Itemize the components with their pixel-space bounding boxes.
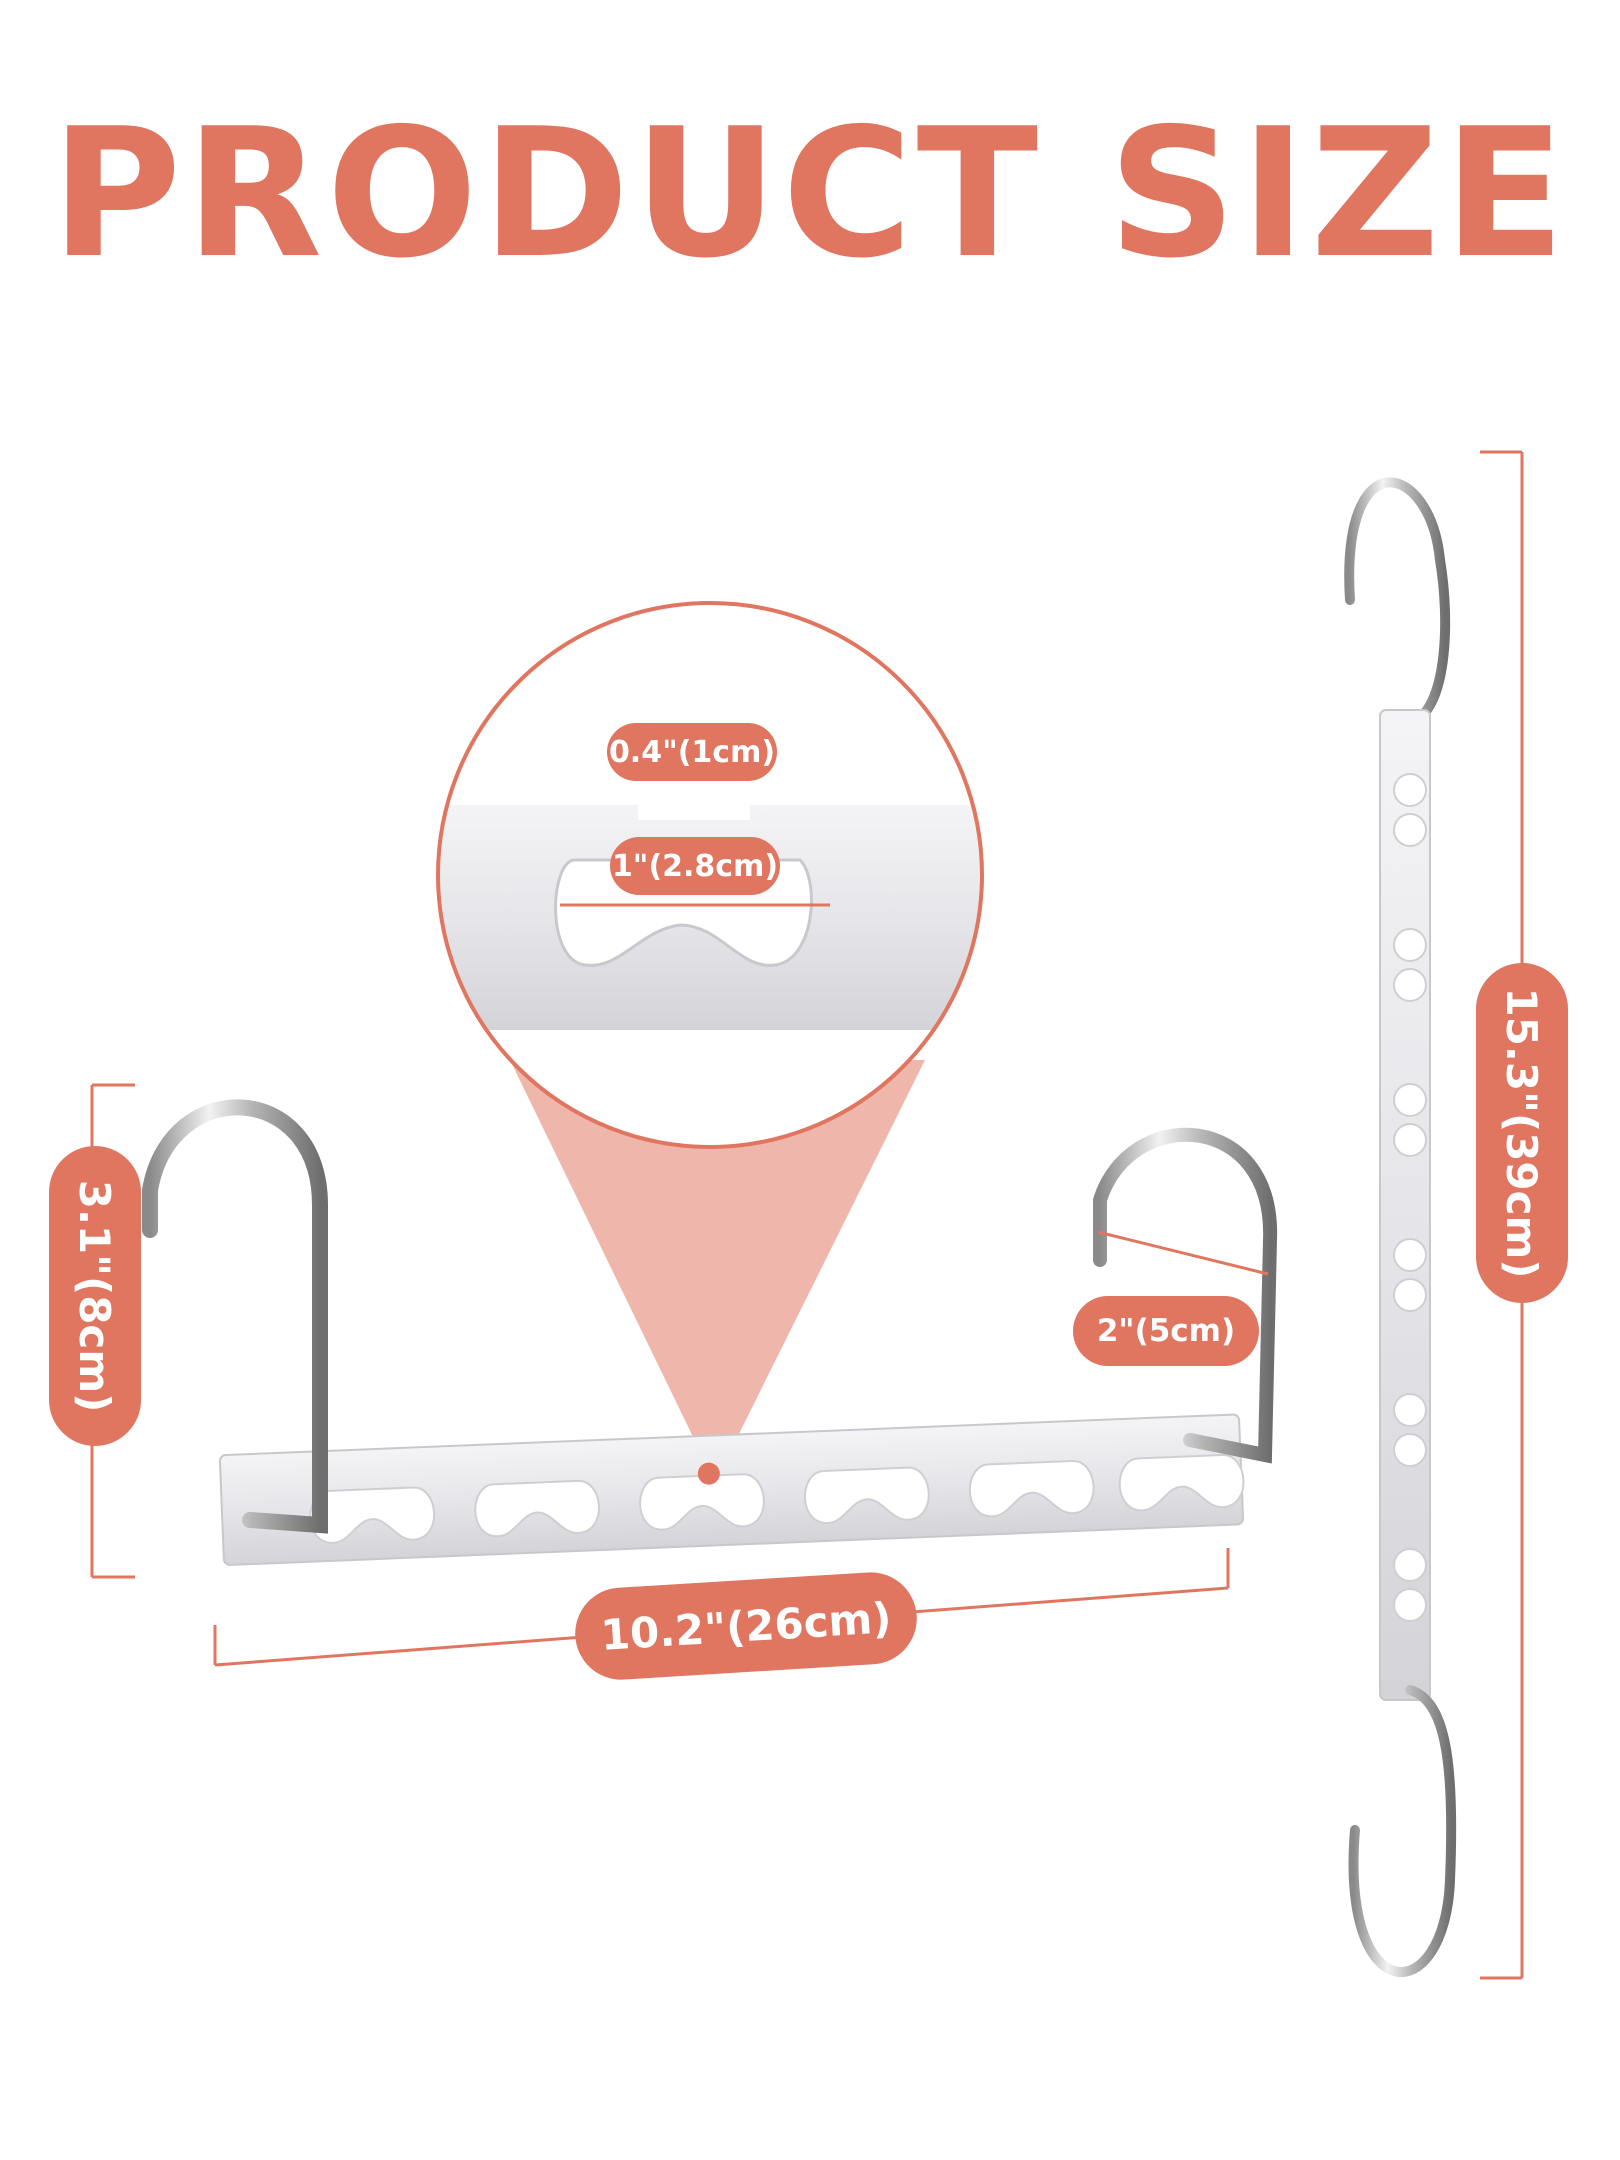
hook-height-label: 3.1"(8cm) <box>49 1146 141 1446</box>
hanger-horizontal <box>218 1413 1245 1566</box>
hook-right <box>1093 1127 1278 1464</box>
hook-left <box>142 1099 328 1534</box>
hanger-vertical <box>1344 477 1457 1977</box>
hook-opening-label: 2"(5cm) <box>1073 1296 1259 1366</box>
vertical-holes <box>1393 773 1427 1622</box>
hole-marker <box>697 1462 720 1485</box>
hook-top <box>1344 477 1451 725</box>
hole-width-label: 1"(2.8cm) <box>610 837 780 895</box>
hook-bottom <box>1348 1685 1457 1977</box>
hanging-length-label: 15.3"(39cm) <box>1476 963 1568 1303</box>
slot-gap-label: 0.4"(1cm) <box>607 723 777 781</box>
page-title: PRODUCT SIZE <box>50 90 1570 297</box>
zoom-callout <box>510 1060 925 1482</box>
bar-holes <box>309 1454 1245 1544</box>
